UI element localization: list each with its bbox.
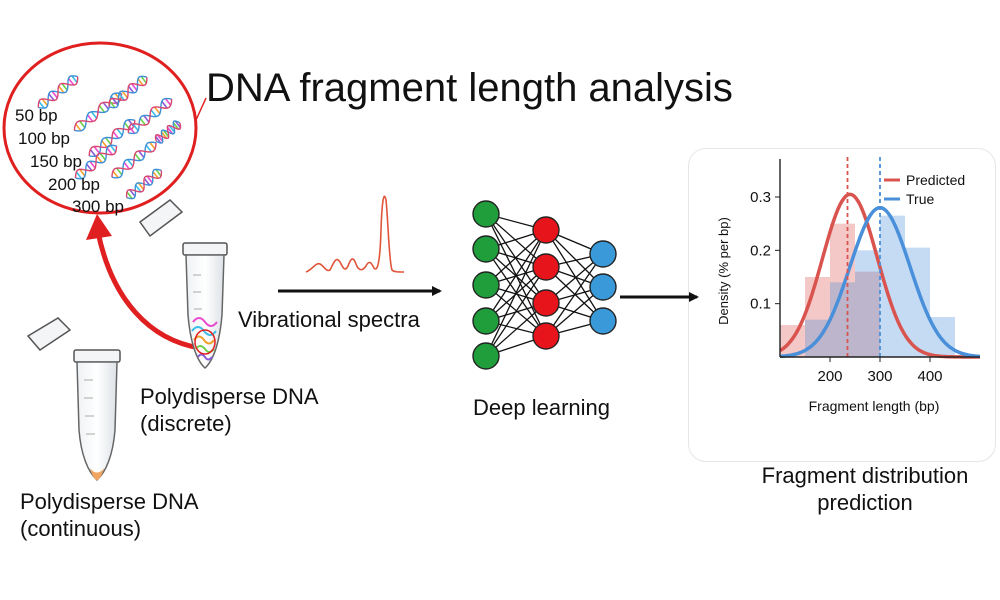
- label-prediction-line1: Fragment distribution: [761, 463, 969, 488]
- network-node: [589, 307, 617, 335]
- label-discrete-line2: (discrete): [140, 411, 232, 436]
- dna-helices: [37, 75, 182, 200]
- network-edge: [545, 253, 604, 337]
- network-edge: [545, 229, 604, 322]
- hist-bar-true: [930, 317, 955, 357]
- y-tick-label: 0.3: [750, 189, 771, 206]
- network-node: [472, 342, 500, 370]
- label-continuous-line2: (continuous): [20, 516, 142, 541]
- label-discrete-line1: Polydisperse DNA: [140, 384, 319, 409]
- x-tick-label: 200: [817, 368, 842, 385]
- tube-continuous-icon: [26, 317, 121, 482]
- label-prediction: Fragment distribution prediction: [740, 462, 990, 516]
- dna-helix-icon: [125, 168, 163, 200]
- vibrational-spectrum: [305, 195, 405, 273]
- network-edge: [485, 229, 547, 322]
- bp-label-300: 300 bp: [72, 197, 124, 216]
- dna-helix-icon: [37, 75, 79, 109]
- dna-helix-icon: [108, 75, 148, 109]
- bp-label-100: 100 bp: [18, 129, 70, 148]
- hist-bar-true: [855, 250, 880, 357]
- hist-bar-predicted: [805, 277, 830, 357]
- bp-label-200: 200 bp: [48, 175, 100, 194]
- label-discrete: Polydisperse DNA (discrete): [140, 383, 319, 437]
- y-tick-label: 0.2: [750, 242, 771, 259]
- hist-bar-true: [830, 282, 855, 357]
- hist-bar-predicted: [855, 271, 880, 357]
- label-vibrational-spectra: Vibrational spectra: [238, 307, 420, 332]
- label-continuous: Polydisperse DNA (continuous): [20, 488, 199, 542]
- tube-discrete-icon: [138, 199, 228, 370]
- network-node: [532, 253, 560, 281]
- label-continuous-line1: Polydisperse DNA: [20, 489, 199, 514]
- x-axis-label: Fragment length (bp): [809, 398, 940, 414]
- bp-label-50: 50 bp: [15, 106, 58, 125]
- dna-magnified-ellipse: [2, 41, 207, 215]
- dna-helix-icon: [127, 97, 173, 135]
- label-prediction-line2: prediction: [817, 490, 913, 515]
- legend-label-true: True: [906, 191, 934, 207]
- network-node: [532, 216, 560, 244]
- network-node: [532, 289, 560, 317]
- network-node: [472, 200, 500, 228]
- network-node: [472, 235, 500, 263]
- x-tick-label: 400: [917, 368, 942, 385]
- y-axis-label: Density (% per bp): [716, 217, 731, 325]
- network-node: [589, 240, 617, 268]
- neural-network: [472, 200, 617, 370]
- network-edge: [485, 266, 547, 357]
- legend-label-predicted: Predicted: [906, 172, 965, 188]
- network-edge: [485, 229, 547, 357]
- dna-helix-icon: [111, 141, 157, 179]
- magnify-arrow: [86, 214, 201, 351]
- bp-label-150: 150 bp: [30, 152, 82, 171]
- network-node: [532, 322, 560, 350]
- label-deep-learning: Deep learning: [473, 395, 610, 420]
- y-tick-label: 0.1: [750, 296, 771, 313]
- dna-helix-icon: [74, 144, 118, 180]
- magnify-pointer: [195, 97, 207, 121]
- dna-helix-icon: [154, 120, 182, 144]
- network-node: [472, 271, 500, 299]
- x-tick-label: 300: [867, 368, 892, 385]
- page-title: DNA fragment length analysis: [206, 66, 733, 110]
- network-node: [589, 273, 617, 301]
- network-node: [472, 307, 500, 335]
